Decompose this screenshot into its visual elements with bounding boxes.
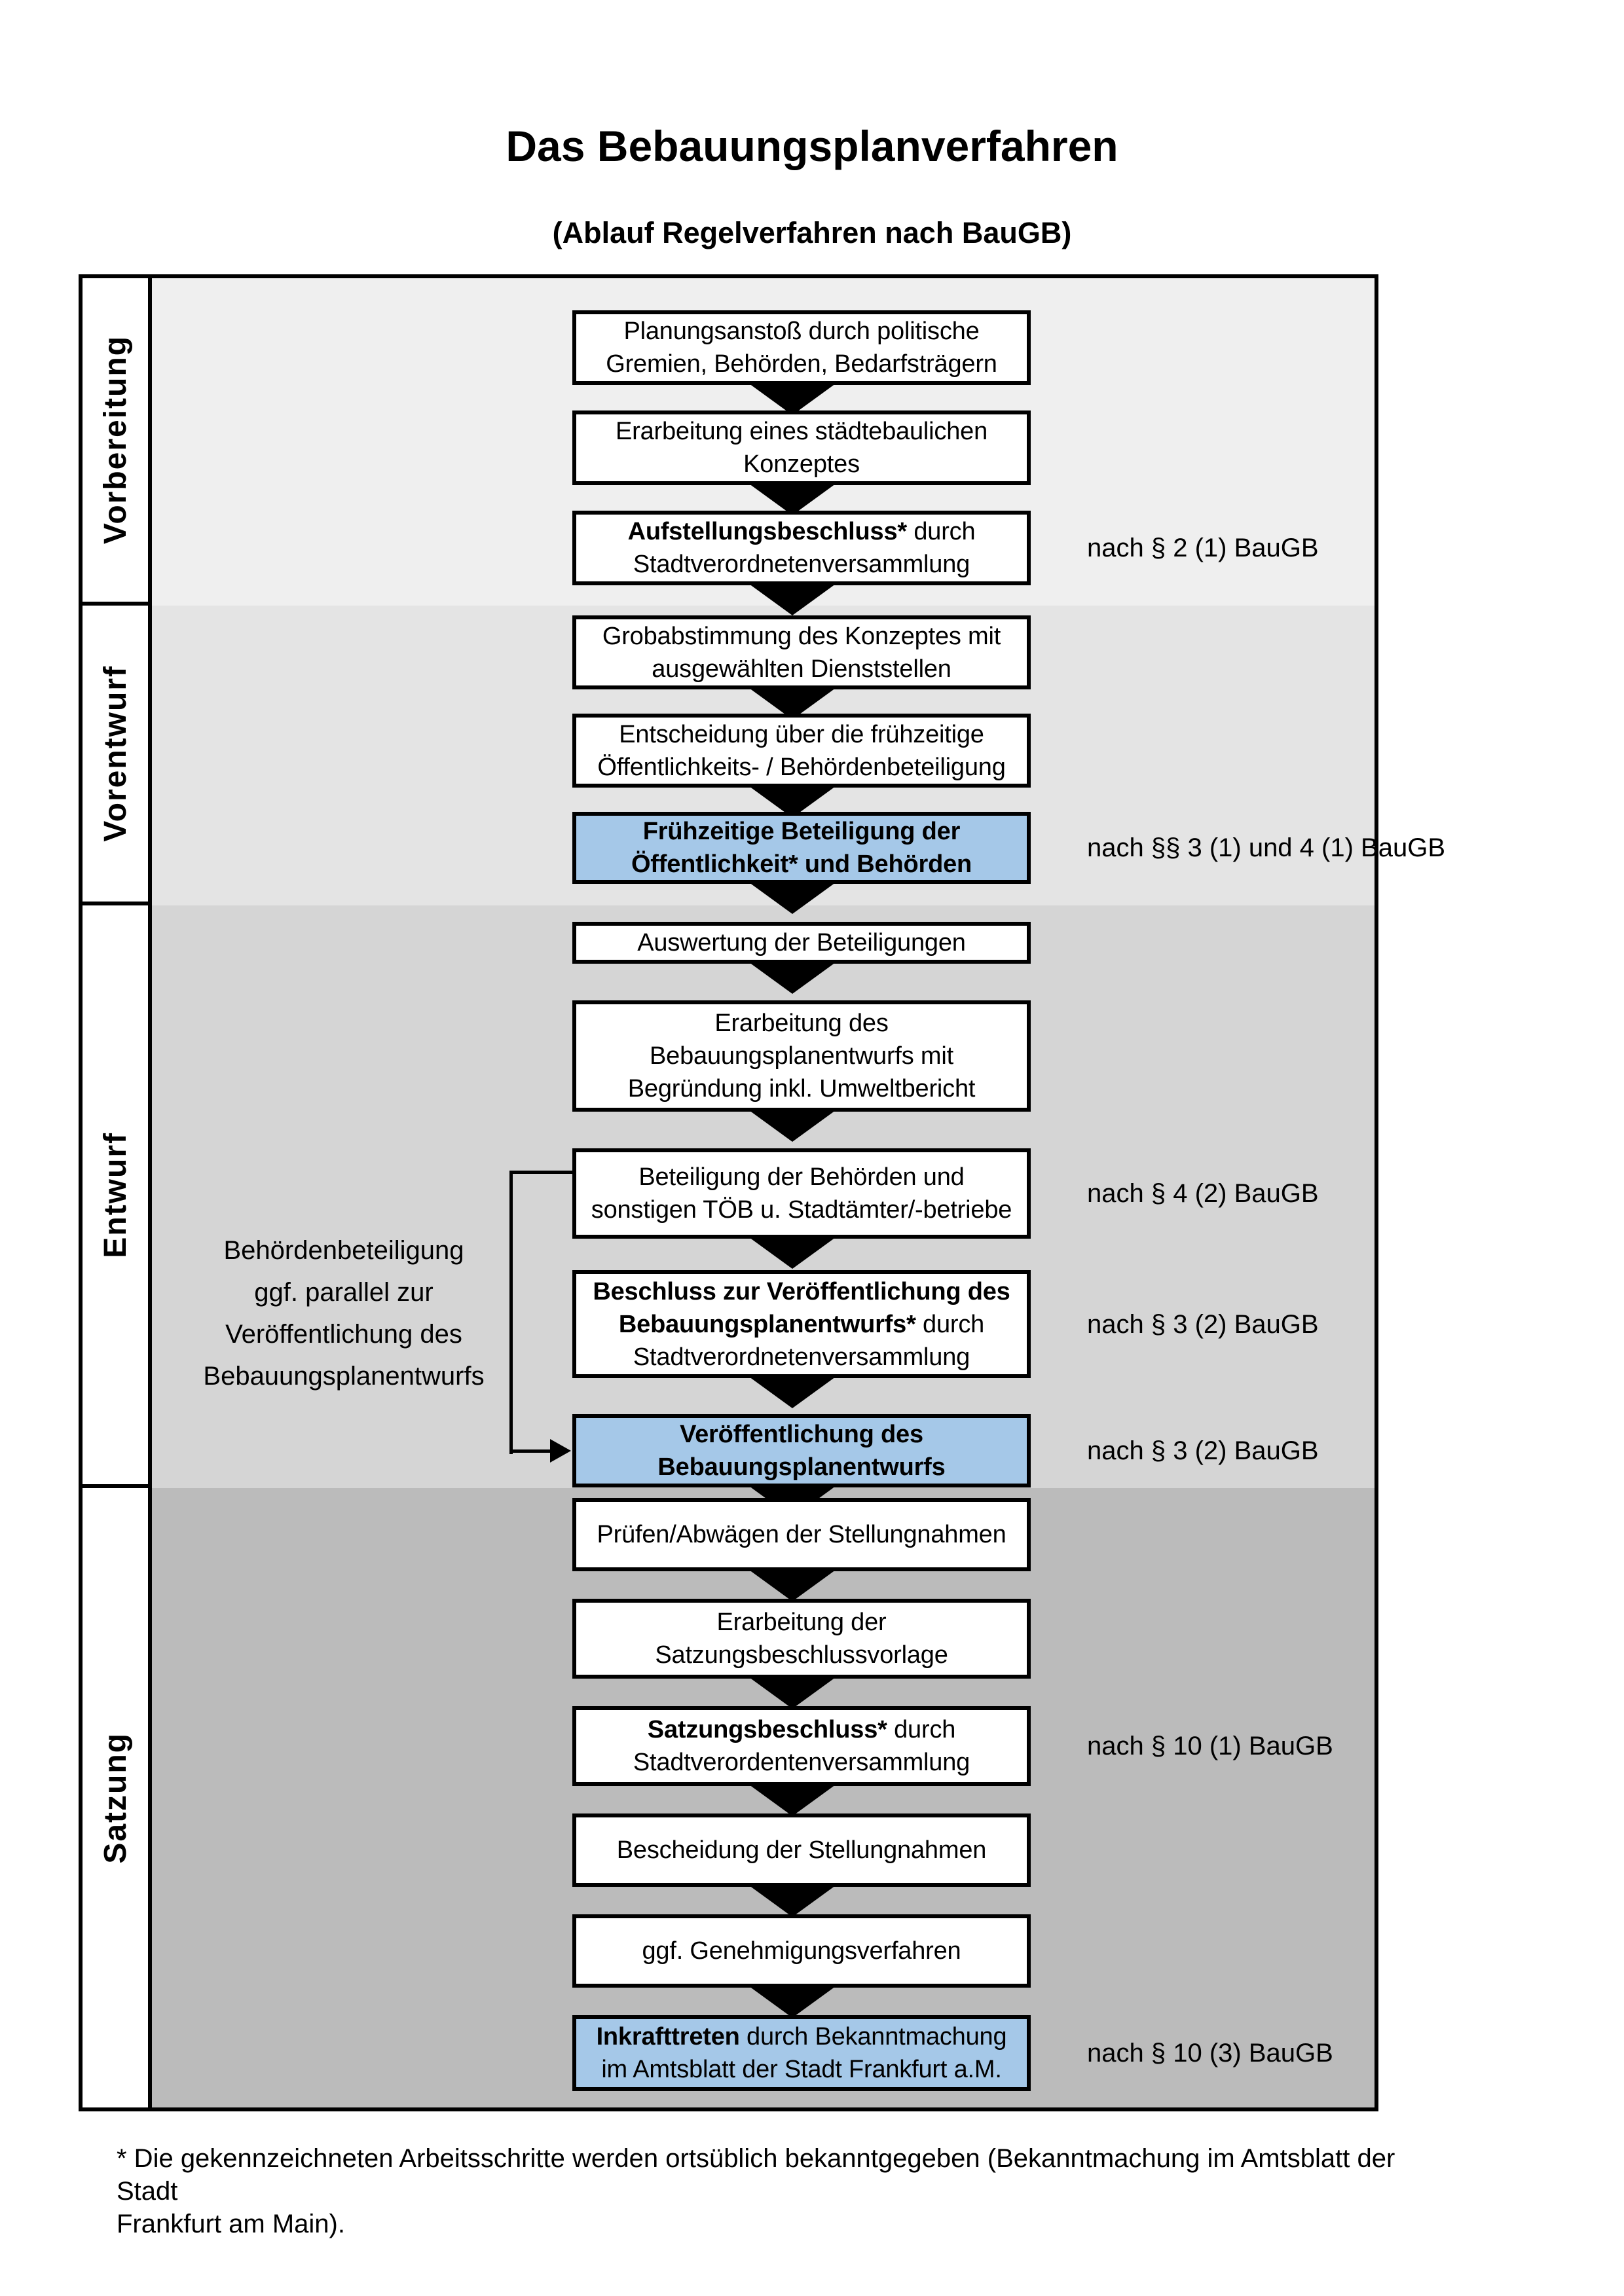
arrow-down-icon: [749, 484, 836, 515]
flow-step-text-line: sonstigen TÖB u. Stadtämter/-betriebe: [591, 1196, 1012, 1224]
flow-step-text-line: im Amtsblatt der Stadt Frankfurt a.M.: [601, 2056, 1002, 2083]
flow-step-9: Beteiligung der Behörden und sonstigen TÖ…: [572, 1148, 1031, 1239]
phase-label-cell: Vorentwurf: [83, 606, 152, 905]
parallel-connector-line-top: [509, 1171, 572, 1174]
flow-step-4: Grobabstimmung des Konzeptes mit ausgewäh…: [572, 615, 1031, 689]
arrow-down-icon: [749, 1677, 836, 1709]
legal-reference: nach § 3 (2) BauGB: [1087, 1309, 1319, 1339]
arrow-down-icon: [749, 1785, 836, 1816]
parallel-note-line: Bebauungsplanentwurfs: [203, 1362, 485, 1391]
arrow-down-icon: [749, 1886, 836, 1917]
legal-reference: nach §§ 3 (1) und 4 (1) BauGB: [1087, 833, 1445, 862]
arrow-down-icon: [749, 962, 836, 994]
flow-step-12: Prüfen/Abwägen der Stellungnahmen: [572, 1498, 1031, 1571]
flow-step-text-line: Gremien, Behörden, Bedarfsträgern: [606, 350, 997, 378]
flow-step-15: Bescheidung der Stellungnahmen: [572, 1813, 1031, 1887]
flow-step-text-line: Aufstellungsbeschluss* durch: [627, 518, 976, 545]
arrow-down-icon: [749, 584, 836, 615]
parallel-connector-line-vertical: [509, 1171, 513, 1454]
flow-step-text-line: ausgewählten Dienststellen: [652, 655, 951, 683]
flow-step-text-line: Satzungsbeschluss* durch: [647, 1716, 956, 1743]
phase-label-text: Entwurf: [98, 1131, 133, 1258]
phase-label-text: Vorentwurf: [98, 665, 133, 842]
footnote-line-2: Frankfurt am Main).: [117, 2210, 345, 2238]
flow-step-text-line: Bebauungsplanentwurfs: [657, 1453, 946, 1481]
parallel-note-line: ggf. parallel zur: [254, 1278, 434, 1307]
legal-reference: nach § 10 (1) BauGB: [1087, 1732, 1333, 1760]
flow-step-text-line: Veröffentlichung des: [680, 1421, 923, 1448]
flow-step-text-line: Öffentlichkeit* und Behörden: [631, 850, 972, 878]
flow-step-text-line: Öffentlichkeits- / Behördenbeteiligung: [597, 753, 1006, 781]
legal-reference: nach § 4 (2) BauGB: [1087, 1179, 1319, 1208]
phase-label-vorentwurf: Vorentwurf: [83, 606, 148, 902]
flow-step-7: Auswertung der Beteiligungen: [572, 922, 1031, 964]
flow-step-text-line: Beschluss zur Veröffentlichung des: [593, 1277, 1010, 1305]
flow-step-17: Inkrafttreten durch Bekanntmachung im Amt…: [572, 2015, 1031, 2091]
legal-reference: nach § 10 (3) BauGB: [1087, 2039, 1333, 2068]
flow-step-text-line: Erarbeitung eines städtebaulichen: [615, 418, 988, 445]
flow-step-text-line: Stadtverordnetenversammlung: [633, 1343, 970, 1371]
phase-label-entwurf: Entwurf: [83, 905, 148, 1484]
phase-label-cell: Vorbereitung: [83, 278, 152, 606]
flow-step-text-line: ggf. Genehmigungsverfahren: [642, 1937, 961, 1965]
flow-step-text-line: Bebauungsplanentwurfs mit: [650, 1042, 953, 1070]
phase-label-text: Satzung: [98, 1732, 133, 1864]
diagram-frame: [79, 274, 1378, 2111]
flow-step-text-line: Prüfen/Abwägen der Stellungnahmen: [597, 1521, 1006, 1548]
flow-step-text-line: Frühzeitige Beteiligung der: [642, 818, 961, 845]
flow-step-text-line: Erarbeitung des: [714, 1010, 889, 1037]
legal-reference: nach § 2 (1) BauGB: [1087, 534, 1319, 562]
flow-step-text-line: Bebauungsplanentwurfs* durch: [618, 1310, 985, 1338]
arrow-down-icon: [749, 1570, 836, 1601]
arrow-down-icon: [749, 1237, 836, 1269]
flow-step-16: ggf. Genehmigungsverfahren: [572, 1914, 1031, 1988]
flow-step-text-line: Satzungsbeschlussvorlage: [655, 1641, 948, 1669]
parallel-connector-line-bottom: [509, 1449, 551, 1453]
flow-step-text-line: Stadtverordnetenversammlung: [633, 551, 970, 578]
phase-label-satzung: Satzung: [83, 1488, 148, 2107]
flow-step-text-line: Grobabstimmung des Konzeptes mit: [602, 622, 1001, 650]
footnote-line-1: * Die gekennzeichneten Arbeitsschritte w…: [117, 2144, 1395, 2206]
phase-label-cell: Entwurf: [83, 905, 152, 1488]
parallel-note-line: Veröffentlichung des: [225, 1320, 462, 1349]
flow-step-text-line: Entscheidung über die frühzeitige: [619, 720, 984, 748]
footnote: * Die gekennzeichneten Arbeitsschritte w…: [117, 2142, 1413, 2240]
parallel-note-line: Behördenbeteiligung: [223, 1236, 464, 1265]
arrow-down-icon: [749, 1110, 836, 1142]
flow-step-text-line: Konzeptes: [743, 450, 860, 478]
flow-step-text-line: Inkrafttreten durch Bekanntmachung: [596, 2023, 1007, 2050]
flow-step-text-line: Begründung inkl. Umweltbericht: [627, 1075, 976, 1102]
parallel-connector-arrow-icon: [550, 1439, 571, 1463]
flow-step-text-line: Planungsanstoß durch politische: [623, 318, 980, 345]
legal-reference: nach § 3 (2) BauGB: [1087, 1436, 1319, 1465]
flow-step-text-line: Auswertung der Beteiligungen: [637, 929, 966, 957]
flow-step-text-line: Bescheidung der Stellungnahmen: [616, 1836, 987, 1864]
page-subtitle: (Ablauf Regelverfahren nach BauGB): [552, 216, 1072, 249]
arrow-down-icon: [749, 1986, 836, 2018]
arrow-down-icon: [749, 1377, 836, 1408]
arrow-down-icon: [749, 883, 836, 914]
phase-label-text: Vorbereitung: [98, 335, 133, 545]
flow-step-text-line: Erarbeitung der: [716, 1609, 887, 1636]
flow-step-text-line: Beteiligung der Behörden und: [638, 1163, 965, 1191]
arrow-down-icon: [749, 384, 836, 415]
page-title: Das Bebauungsplanverfahren: [506, 122, 1118, 170]
flow-step-text-line: Stadtverordentenversammlung: [633, 1749, 970, 1776]
phase-label-vorbereitung: Vorbereitung: [83, 278, 148, 602]
phase-label-cell: Satzung: [83, 1488, 152, 2107]
